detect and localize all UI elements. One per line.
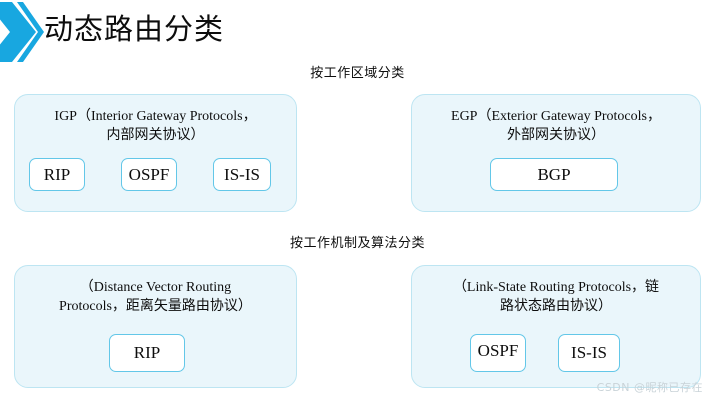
page-title: 动态路由分类 (44, 12, 225, 46)
csdn-watermark: CSDN @昵称已存在 (596, 381, 703, 394)
card-link-state-protocol-row: OSPF IS-IS (412, 334, 700, 372)
protocol-label: IS-IS (224, 165, 260, 184)
protocol-label: OSPF (128, 165, 170, 184)
protocol-label: RIP (43, 165, 71, 184)
card-igp: IGP（Interior Gateway Protocols， 内部网关协议） … (14, 94, 297, 212)
card-egp-protocol-row: BGP (412, 158, 700, 191)
protocol-label: RIP (133, 343, 161, 362)
slide-title-bar: 动态路由分类 (0, 0, 715, 62)
protocol-box-is-is[interactable]: IS-IS (213, 158, 271, 191)
card-igp-title: IGP（Interior Gateway Protocols， 内部网关协议） (27, 107, 284, 145)
card-link-state-title: （Link-State Routing Protocols，链 路状态路由协议） (428, 278, 684, 316)
protocol-box-rip[interactable]: RIP (29, 158, 85, 191)
protocol-label: BGP (537, 165, 571, 184)
protocol-box-ospf[interactable]: OSPF (121, 158, 177, 191)
chevron-right-icon (0, 2, 44, 62)
card-link-state-title-line2: 路状态路由协议） (500, 299, 612, 314)
protocol-box-ospf[interactable]: OSPF (470, 334, 526, 372)
protocol-label: OSPF (477, 341, 519, 360)
protocol-label: IS-IS (571, 343, 607, 362)
card-link-state: （Link-State Routing Protocols，链 路状态路由协议）… (411, 265, 701, 388)
card-distance-vector: （Distance Vector Routing Protocols，距离矢量路… (14, 265, 297, 388)
section-header-mechanism-algorithm: 按工作机制及算法分类 (289, 236, 425, 251)
protocol-box-is-is[interactable]: IS-IS (558, 334, 620, 372)
card-egp-title-line2: 外部网关协议） (507, 128, 605, 143)
card-distance-vector-title-line1: （Distance Vector Routing (79, 280, 232, 295)
card-egp: EGP（Exterior Gateway Protocols， 外部网关协议） … (411, 94, 701, 212)
card-distance-vector-protocol-row: RIP (15, 334, 296, 372)
card-igp-protocol-row: RIP OSPF IS-IS (15, 158, 296, 191)
card-link-state-title-line1: （Link-State Routing Protocols，链 (452, 280, 660, 295)
card-distance-vector-title: （Distance Vector Routing Protocols，距离矢量路… (31, 278, 280, 316)
card-igp-title-line2: 内部网关协议） (106, 128, 205, 143)
card-distance-vector-title-line2: Protocols，距离矢量路由协议） (59, 299, 252, 314)
card-egp-title: EGP（Exterior Gateway Protocols， 外部网关协议） (424, 107, 688, 145)
section-header-work-area: 按工作区域分类 (310, 66, 405, 81)
card-igp-title-line1: IGP（Interior Gateway Protocols， (54, 109, 257, 124)
card-egp-title-line1: EGP（Exterior Gateway Protocols， (451, 109, 661, 124)
protocol-box-rip[interactable]: RIP (109, 334, 185, 372)
protocol-box-bgp[interactable]: BGP (490, 158, 618, 191)
